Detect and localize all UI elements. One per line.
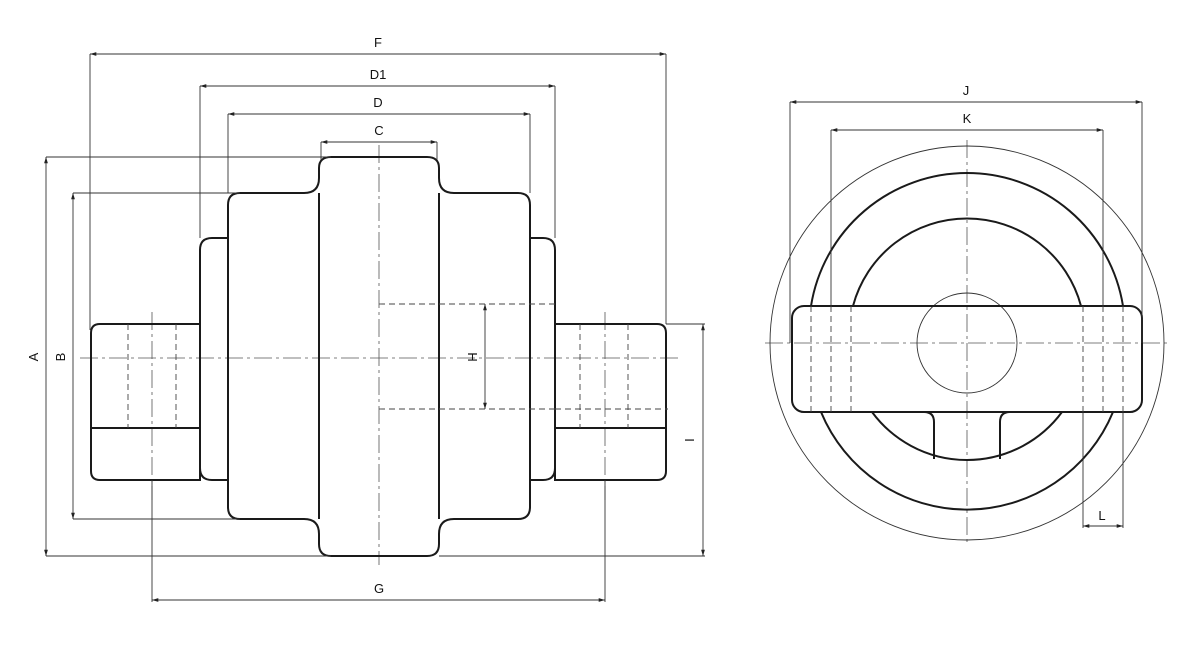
right-shaft-block xyxy=(554,323,667,481)
outer-flange-circle xyxy=(769,145,1165,541)
body-circle-bottom xyxy=(820,411,1114,511)
dim-H: H xyxy=(465,352,480,361)
dim-I: I xyxy=(682,438,697,442)
dim-G: G xyxy=(374,581,384,596)
side-view xyxy=(80,145,680,565)
side-view-dimensions: F D1 D C A B H I xyxy=(26,35,705,602)
collar-circle-top xyxy=(852,217,1082,307)
right-collar xyxy=(529,237,556,481)
front-view-dimensions: J K L xyxy=(789,83,1143,528)
left-shaft-block xyxy=(90,323,201,481)
dim-C: C xyxy=(374,123,383,138)
bore-circle xyxy=(916,292,1018,394)
dim-J: J xyxy=(963,83,970,98)
front-view xyxy=(765,140,1170,545)
collar-circle-bottom xyxy=(871,411,1063,461)
dim-D1: D1 xyxy=(370,67,387,82)
dim-D: D xyxy=(373,95,382,110)
dim-F: F xyxy=(374,35,382,50)
body-circle-top xyxy=(810,172,1124,307)
slot-outline xyxy=(872,411,935,459)
dim-K: K xyxy=(963,111,972,126)
left-collar xyxy=(199,237,229,481)
dim-A: A xyxy=(26,352,41,361)
dim-L: L xyxy=(1098,508,1105,523)
dim-B: B xyxy=(53,353,68,362)
front-shaft-block xyxy=(791,305,1143,413)
